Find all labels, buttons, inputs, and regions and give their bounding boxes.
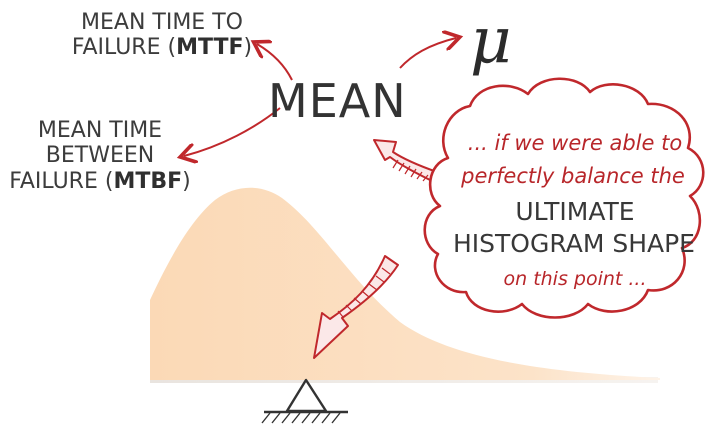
mttf-suffix: ) [243,35,253,61]
fulcrum-hatching [261,412,341,424]
mttf-abbr: MTTF [176,35,244,61]
arrow-to-mtbf [184,107,281,156]
thick-arrow-to-mean [373,139,438,183]
mtbf-prefix: FAILURE ( [9,168,114,194]
arrow-to-mttf [257,44,293,81]
mttf-prefix: FAILURE ( [71,35,177,61]
cloud-line2: perfectly balance the [461,164,685,188]
fulcrum-triangle [285,378,328,413]
mtbf-suffix: ) [182,168,191,194]
mtbf-line3: FAILURE (MTBF) [0,169,200,194]
arrow-to-mu [399,38,456,69]
histogram-shape [150,187,660,380]
mtbf-abbr: MTBF [113,168,183,194]
cloud-line3: ULTIMATE [515,197,635,226]
cloud-line4: HISTOGRAM SHAPE [453,229,695,258]
mttf-line2: FAILURE (MTTF) [62,35,262,60]
thought-cloud [423,77,705,319]
mttf-label: MEAN TIME TO FAILURE (MTTF) [62,10,262,61]
mtbf-line1: MEAN TIME [37,118,163,143]
mean-label: MEAN [268,74,407,128]
mtbf-line2: BETWEEN [45,143,155,169]
mu-symbol: μ [470,4,512,78]
cloud-line1: ... if we were able to [467,131,683,155]
thick-arrow-to-fulcrum [313,255,399,359]
mttf-line1: MEAN TIME TO [81,10,243,35]
cloud-line5: on this point ... [503,268,647,290]
mtbf-label: MEAN TIME BETWEEN FAILURE (MTBF) [0,118,200,194]
